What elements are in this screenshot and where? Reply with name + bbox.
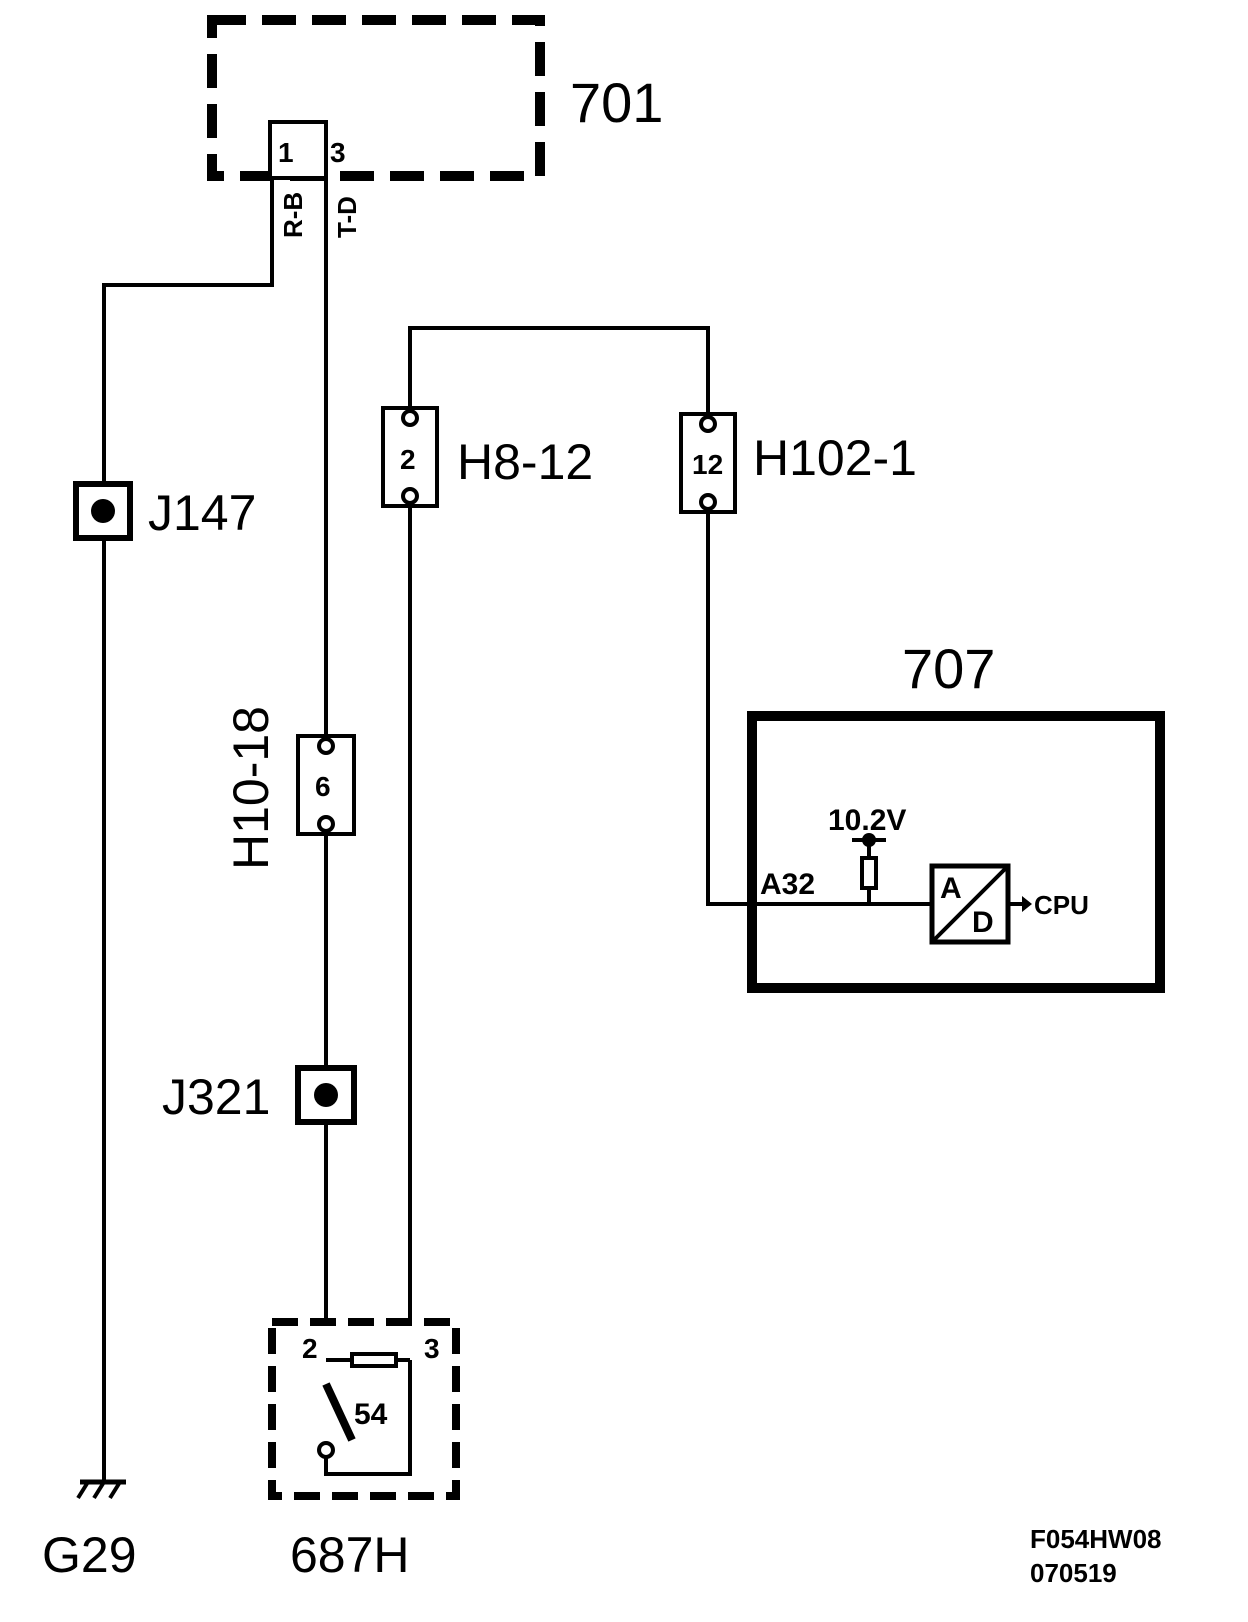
footer-code: F054HW08 [1030,1524,1162,1554]
ground-hatch-1 [76,1480,90,1500]
relay-687h-label: 687H [290,1527,410,1583]
module-707-voltage: 10.2V [828,804,906,837]
relay-687h-dashed-border [268,1318,460,1500]
wire-h102-to-707 [706,512,932,906]
junction-j321-label: J321 [162,1069,270,1125]
relay-number: 54 [354,1398,388,1431]
ground-hatch-3 [108,1480,122,1500]
footer-date: 070519 [1030,1558,1117,1588]
relay-coil [350,1352,398,1368]
ground-g29: G29 [42,1479,137,1583]
adc-label-a: A [940,872,962,905]
adc-label-d: D [972,906,994,939]
connector-h10-18-pin-top [317,737,335,755]
cpu-arrow-icon [1022,896,1032,912]
wire-r-b-to-ground [102,178,274,1482]
connector-h102-1-pin-label: 12 [692,449,723,480]
relay-687h: 2 3 54 687H [268,1318,460,1583]
adc-diagonal [930,864,1010,944]
junction-j147-box [73,481,133,541]
module-707-output: CPU [1034,890,1089,920]
connector-h10-18-label: H10-18 [223,706,279,870]
wire-h8-to-h102 [408,326,710,414]
module-701-connector [268,120,328,180]
module-707-input-pin: A32 [760,868,815,901]
relay-pin-3: 3 [424,1333,440,1364]
relay-pin-2: 2 [302,1333,318,1364]
module-701-pin-1: 1 [278,137,294,168]
module-707-border [747,711,1165,993]
module-707: 707 10.2V A32 A D CPU [747,637,1165,993]
connector-h102-1-pin-bottom [699,493,717,511]
connector-h10-18-pin-bottom [317,815,335,833]
module-701-pin-3: 3 [330,137,346,168]
junction-j147: J147 [73,481,256,541]
connector-h10-18: 6 H10-18 [223,706,356,870]
connector-h8-12: 2 H8-12 [381,406,593,508]
connector-h8-12-pin-top [401,409,419,427]
junction-j147-dot [91,499,115,523]
connector-h102-1-label: H102-1 [753,430,917,486]
wire-color-r-b: R-B [278,192,308,238]
module-707-label: 707 [902,637,995,700]
connector-h102-1-pin-top [699,415,717,433]
relay-return-wire [324,1360,412,1476]
relay-switch-arm [322,1382,356,1442]
footer: F054HW08 070519 [1030,1524,1162,1588]
junction-j147-label: J147 [148,485,256,541]
ground-g29-label: G29 [42,1527,137,1583]
connector-h102-1: 12 H102-1 [679,412,917,514]
junction-j321-dot [314,1083,338,1107]
module-701-label: 701 [570,71,663,134]
wire-color-t-d: T-D [332,196,362,238]
connector-h8-12-pin-bottom [401,487,419,505]
connector-h8-12-pin-label: 2 [400,444,416,475]
pullup-resistor [860,856,878,890]
connector-h8-12-label: H8-12 [457,434,593,490]
module-701: 701 1 3 R-B T-D [207,15,663,238]
relay-switch-contact [317,1441,335,1459]
ground-hatch-2 [92,1480,106,1500]
junction-j321: J321 [162,1065,357,1125]
connector-h10-18-pin-label: 6 [315,771,331,802]
module-701-dashed-border [207,15,545,181]
connector-h102-1-box [679,412,737,514]
